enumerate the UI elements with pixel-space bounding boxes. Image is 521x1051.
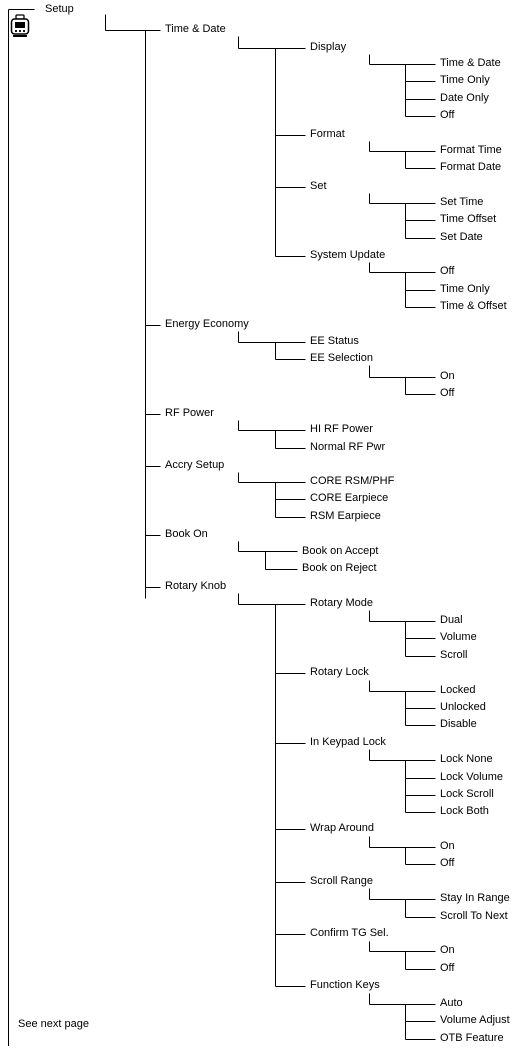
- node-in-keypad-lock: In Keypad Lock: [310, 736, 386, 748]
- leaf-display-date-only: Date Only: [440, 92, 489, 104]
- leaf-rotary-lock-unlocked: Unlocked: [440, 701, 486, 713]
- leaf-scroll-to-next: Scroll To Next: [440, 910, 508, 922]
- leaf-ee-off: Off: [440, 387, 455, 399]
- leaf-lock-none: Lock None: [440, 753, 493, 765]
- node-set: Set: [310, 180, 327, 192]
- leaf-function-keys-otb-feature: OTB Feature: [440, 1032, 504, 1044]
- node-ee-status: EE Status: [310, 335, 359, 347]
- leaf-ee-on: On: [440, 370, 455, 382]
- leaf-normal-rf-pwr: Normal RF Pwr: [310, 441, 386, 453]
- leaf-system-update-time-and-offset: Time & Offset: [440, 300, 507, 312]
- leaf-rsm-earpiece: RSM Earpiece: [310, 510, 381, 522]
- leaf-rotary-lock-disable: Disable: [440, 718, 477, 730]
- leaf-format-date: Format Date: [440, 161, 502, 173]
- leaf-confirm-tg-on: On: [440, 944, 455, 956]
- leaf-format-time: Format Time: [440, 144, 502, 156]
- leaf-confirm-tg-off: Off: [440, 962, 455, 974]
- node-format: Format: [310, 128, 345, 140]
- node-rf-power: RF Power: [165, 407, 214, 419]
- leaf-core-earpiece: CORE Earpiece: [310, 492, 389, 504]
- node-setup: Setup: [45, 3, 74, 15]
- leaf-system-update-off: Off: [440, 265, 455, 277]
- node-rotary-lock: Rotary Lock: [310, 666, 369, 678]
- leaf-lock-scroll: Lock Scroll: [440, 788, 494, 800]
- leaf-rotary-mode-volume: Volume: [440, 631, 477, 643]
- node-scroll-range: Scroll Range: [310, 875, 373, 887]
- node-wrap-around: Wrap Around: [310, 822, 375, 834]
- leaf-lock-both: Lock Both: [440, 805, 489, 817]
- node-accry-setup: Accry Setup: [165, 459, 225, 471]
- leaf-display-off: Off: [440, 109, 455, 121]
- leaf-display-time-only: Time Only: [440, 74, 490, 86]
- node-function-keys: Function Keys: [310, 979, 380, 991]
- leaf-set-time: Set Time: [440, 196, 484, 208]
- menu-setup-icon: [10, 14, 30, 37]
- node-energy-economy: Energy Economy: [165, 318, 249, 330]
- leaf-rotary-lock-locked: Locked: [440, 684, 476, 696]
- leaf-wrap-around-off: Off: [440, 857, 455, 869]
- leaf-book-on-accept: Book on Accept: [302, 545, 379, 557]
- leaf-set-date: Set Date: [440, 231, 483, 243]
- node-system-update: System Update: [310, 249, 386, 261]
- node-ee-selection: EE Selection: [310, 352, 373, 364]
- leaf-hi-rf-power: HI RF Power: [310, 423, 373, 435]
- node-rotary-knob: Rotary Knob: [165, 580, 227, 592]
- leaf-book-on-reject: Book on Reject: [302, 562, 377, 574]
- node-book-on: Book On: [165, 528, 208, 540]
- see-next-page-note: See next page: [18, 1018, 89, 1030]
- leaf-lock-volume: Lock Volume: [440, 771, 503, 783]
- leaf-system-update-time-only: Time Only: [440, 283, 490, 295]
- node-time-and-date: Time & Date: [165, 23, 226, 35]
- leaf-rotary-mode-scroll: Scroll: [440, 649, 468, 661]
- node-display: Display: [310, 41, 347, 53]
- leaf-wrap-around-on: On: [440, 840, 455, 852]
- leaf-time-offset: Time Offset: [440, 213, 497, 225]
- leaf-stay-in-range: Stay In Range: [440, 892, 510, 904]
- leaf-function-keys-auto: Auto: [440, 997, 463, 1009]
- node-rotary-mode: Rotary Mode: [310, 597, 373, 609]
- leaf-display-time-and-date: Time & Date: [440, 57, 501, 69]
- leaf-rotary-mode-dual: Dual: [440, 614, 463, 626]
- node-confirm-tg-sel: Confirm TG Sel.: [310, 927, 389, 939]
- leaf-core-rsm-phf: CORE RSM/PHF: [310, 475, 395, 487]
- leaf-function-keys-volume-adjust: Volume Adjust: [440, 1014, 510, 1026]
